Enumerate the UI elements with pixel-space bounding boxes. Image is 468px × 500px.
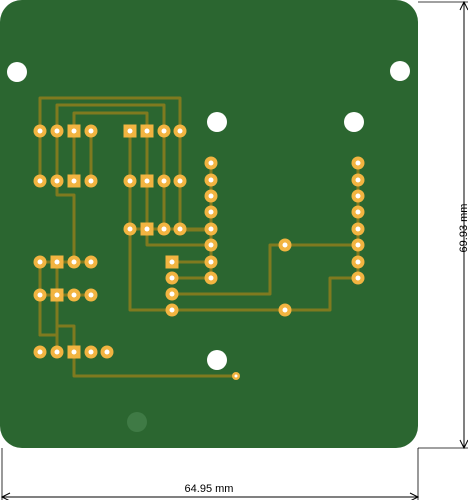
mounting-hole <box>7 62 27 82</box>
height-dimension-label: 69.93 mm <box>458 203 468 253</box>
fiducial-mark <box>127 412 147 432</box>
pad-drills <box>37 128 361 378</box>
mounting-hole <box>344 112 364 132</box>
width-dimension-label: 64.95 mm <box>184 483 234 495</box>
mounting-holes <box>7 61 410 370</box>
mounting-hole <box>390 61 410 81</box>
mounting-hole <box>207 350 227 370</box>
mounting-hole <box>207 112 227 132</box>
